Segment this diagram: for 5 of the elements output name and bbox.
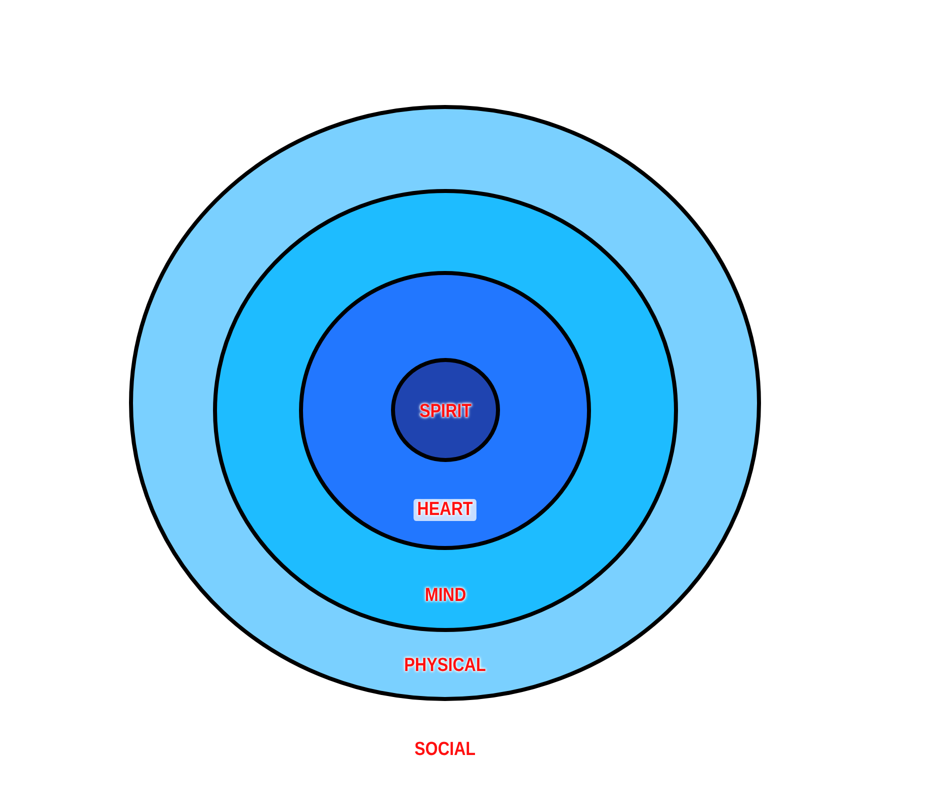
ring-label: PHYSICAL (404, 655, 486, 677)
ring-label: HEART (414, 499, 476, 521)
outer-label: SOCIAL (414, 739, 476, 761)
ring-label: SPIRIT (419, 401, 472, 423)
ring-label: MIND (424, 585, 466, 607)
